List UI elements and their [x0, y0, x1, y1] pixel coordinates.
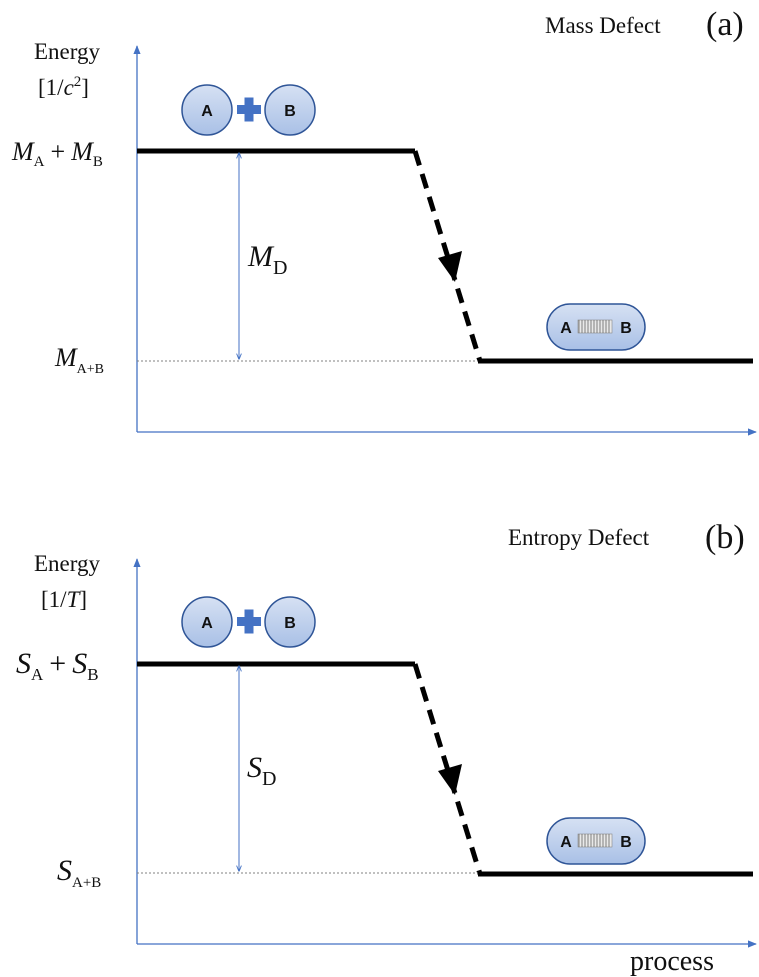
svg-text:A: A — [201, 615, 213, 632]
panel-b-bottom-level-label: SA+B — [57, 854, 101, 891]
particle-a — [181, 596, 233, 648]
panel-b: Entropy Defect (b) Energy [1/T] SA+SB SA… — [16, 519, 757, 977]
panel-a-free-particles: A B — [181, 84, 316, 136]
svg-text:B: B — [620, 320, 632, 337]
panel-b-yunit: [1/T] — [41, 587, 87, 612]
panel-b-title: Entropy Defect — [508, 525, 650, 550]
panel-a-bound-particle: A B — [546, 303, 646, 351]
svg-text:A: A — [560, 320, 572, 337]
svg-text:A: A — [201, 103, 213, 120]
spring-icon — [577, 833, 613, 848]
svg-text:A: A — [560, 834, 572, 851]
panel-a-transition-arrowhead — [438, 251, 462, 282]
spring-icon — [577, 319, 613, 334]
panel-a-top-level-label: MA+MB — [11, 137, 103, 170]
panel-b-letter: (b) — [705, 519, 745, 556]
plus-icon — [237, 97, 261, 122]
panel-b-top-level-label: SA+SB — [16, 647, 99, 684]
particle-b — [264, 84, 316, 136]
panel-a-defect-label: MD — [247, 240, 287, 279]
plus-icon — [237, 609, 261, 634]
panel-b-free-particles: A B — [181, 596, 316, 648]
panel-a-letter: (a) — [706, 6, 744, 43]
svg-text:B: B — [620, 834, 632, 851]
panel-a-ylabel: Energy — [34, 39, 101, 64]
panel-a-title: Mass Defect — [545, 13, 661, 38]
panel-a-bottom-level-label: MA+B — [54, 343, 104, 377]
svg-text:B: B — [284, 615, 296, 632]
svg-text:B: B — [284, 103, 296, 120]
panel-b-defect-label: SD — [247, 751, 276, 790]
panel-b-ylabel: Energy — [34, 551, 101, 576]
panel-b-bound-particle: A B — [546, 817, 646, 865]
particle-b — [264, 596, 316, 648]
panel-a-yunit: [1/c2] — [38, 74, 89, 100]
panel-a: Mass Defect (a) Energy [1/c2] MA+MB MA+B… — [11, 6, 757, 436]
panel-b-transition-arrowhead — [438, 764, 462, 795]
x-axis-label: process — [630, 946, 714, 977]
particle-a — [181, 84, 233, 136]
